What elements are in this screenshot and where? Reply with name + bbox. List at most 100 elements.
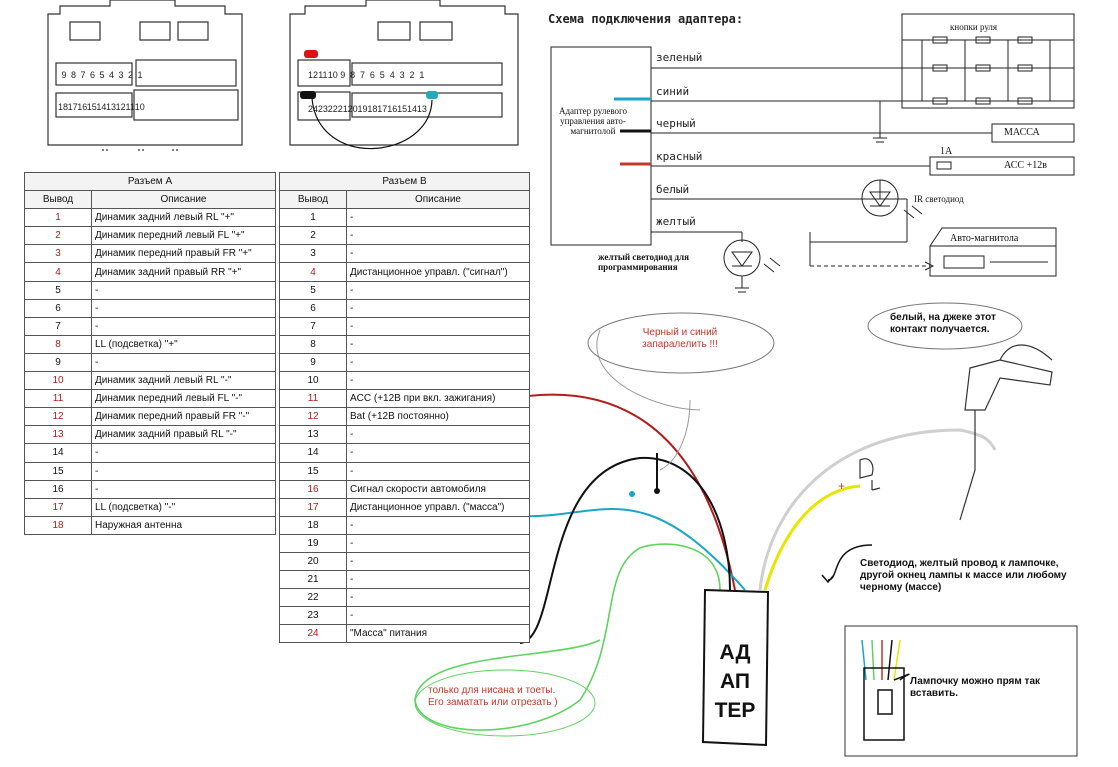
- connector-pin-label: 10: [328, 70, 338, 80]
- pin-description: -: [346, 316, 530, 336]
- connector-pin-label: 8: [71, 70, 76, 80]
- connector-pin-label: 14: [407, 104, 417, 114]
- pin-description: -: [91, 316, 276, 336]
- connector-pin-label: 24: [308, 104, 318, 114]
- note-nissan: только для нисана и тоеты. Его заматать …: [428, 685, 558, 708]
- table-row: 15-: [279, 461, 530, 481]
- pin-number: 19: [279, 533, 347, 553]
- pin-description: -: [346, 298, 530, 318]
- note-led: Светодиод, желтый провод к лампочке, дру…: [860, 558, 1067, 593]
- pin-number: 15: [24, 461, 92, 481]
- pin-number: 3: [24, 244, 92, 264]
- pin-description: Дистанционное управл. ("масса"): [346, 497, 530, 517]
- pin-description: LL (подсветка) "-": [91, 497, 276, 517]
- pin-number: 7: [24, 316, 92, 336]
- pin-description: -: [346, 226, 530, 246]
- pin-description: -: [346, 334, 530, 354]
- pin-description: Bat (+12В постоянно): [346, 407, 530, 427]
- pin-number: 15: [279, 461, 347, 481]
- pin-number: 4: [24, 262, 92, 282]
- connector-pin-label: 7: [80, 70, 85, 80]
- table-row: 19-: [279, 533, 530, 553]
- steering-buttons-label: кнопки руля: [950, 22, 998, 32]
- note-lamp: Лампочку можно прям так вставить.: [910, 676, 1041, 699]
- pin-description: -: [346, 461, 530, 481]
- yellow-led-label: желтый светодиод для программирования: [598, 252, 689, 272]
- pin-description: Динамик передний правый FR "+": [91, 244, 276, 264]
- connector-b-black-marker: [300, 91, 316, 99]
- adapter-schema-label: Адаптер рулевого управления авто-магнито…: [558, 106, 628, 136]
- pin-number: 17: [24, 497, 92, 517]
- pin-description: Динамик задний правый RR "+": [91, 262, 276, 282]
- pin-number: 2: [279, 226, 347, 246]
- pin-number: 11: [279, 389, 347, 409]
- pin-number: 5: [279, 280, 347, 300]
- pin-description: -: [346, 208, 530, 228]
- pin-description: -: [91, 461, 276, 481]
- pin-number: 4: [279, 262, 347, 282]
- connector-pin-label: 7: [360, 70, 365, 80]
- table-row: 13-: [279, 425, 530, 445]
- pin-description: -: [346, 570, 530, 590]
- pin-number: 17: [279, 497, 347, 517]
- wire-label-red: красный: [656, 150, 703, 163]
- table-row: 15-: [24, 461, 276, 481]
- table-row: 14-: [279, 443, 530, 463]
- connector-pin-label: 9: [340, 70, 345, 80]
- pin-description: Динамик передний правый FR "-": [91, 407, 276, 427]
- pin-number: 9: [24, 352, 92, 373]
- pin-number: 13: [279, 425, 347, 445]
- note-black-blue: Черный и синий запаралелить !!!: [642, 327, 718, 350]
- connector-pin-label: 21: [338, 104, 348, 114]
- schema-drawing: [550, 13, 1075, 293]
- harness-wires: [414, 329, 997, 731]
- table-row: 6-: [279, 298, 530, 318]
- adapter-label-line2: АП: [720, 670, 750, 693]
- connector-pin-label: 18: [367, 104, 377, 114]
- connector-pin-label: 17: [68, 102, 78, 112]
- table-a-col-pin: Вывод: [24, 190, 92, 210]
- table-b-title: Разъем В: [279, 171, 530, 192]
- pin-description: -: [346, 371, 530, 391]
- wire-label-yellow: желтый: [656, 215, 696, 228]
- table-row: 6-: [24, 298, 276, 318]
- pin-number: 12: [279, 407, 347, 427]
- pin-number: 10: [279, 371, 347, 391]
- head-unit-label: Авто-магнитола: [950, 233, 1019, 244]
- connector-pin-label: 6: [90, 70, 95, 80]
- pin-number: 10: [24, 371, 92, 391]
- table-row: 16-: [24, 479, 276, 499]
- table-row: 22-: [279, 588, 530, 608]
- pin-description: -: [346, 551, 530, 572]
- pin-number: 14: [24, 443, 92, 463]
- pin-number: 20: [279, 551, 347, 572]
- pin-description: "Масса" питания: [346, 624, 530, 644]
- pin-number: 23: [279, 606, 347, 626]
- pin-description: ACC (+12В при вкл. зажигания): [346, 389, 530, 409]
- table-a-title: Разъем А: [24, 171, 276, 192]
- pin-description: -: [91, 280, 276, 300]
- table-row: 1-: [279, 208, 530, 228]
- connector-pin-label: 2: [409, 70, 414, 80]
- pin-number: 1: [24, 208, 92, 228]
- pin-description: -: [91, 298, 276, 318]
- pin-number: 1: [279, 208, 347, 228]
- connector-pin-label: 5: [380, 70, 385, 80]
- pin-description: -: [91, 479, 276, 499]
- pin-description: -: [346, 533, 530, 553]
- pin-description: -: [346, 588, 530, 608]
- table-b-col-desc: Описание: [346, 190, 530, 210]
- pin-description: -: [346, 606, 530, 626]
- table-row: 2-: [279, 226, 530, 246]
- pin-description: Динамик задний левый RL "+": [91, 208, 276, 228]
- pin-description: Динамик передний левый FL "+": [91, 226, 276, 246]
- connector-pin-label: 12: [308, 70, 318, 80]
- ir-led-label: IR светодиод: [914, 194, 964, 204]
- plus-sign: +: [838, 479, 846, 493]
